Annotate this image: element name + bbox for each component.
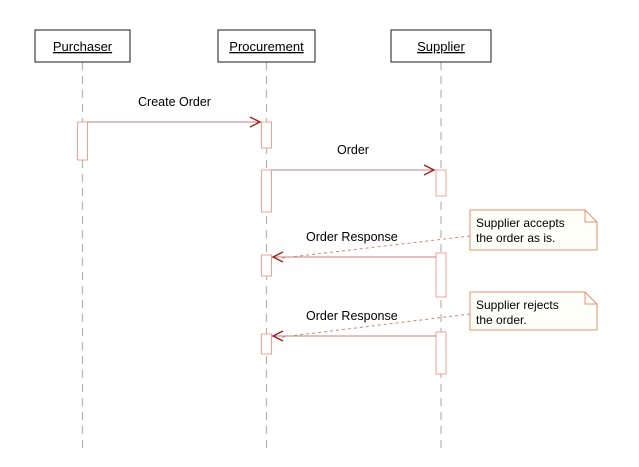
message-label: Order (337, 143, 369, 157)
actor-purchaser: Purchaser (34, 29, 131, 63)
activation-bar-procurement-3 (261, 254, 272, 277)
arrowhead-right-icon (423, 164, 436, 176)
note-text-line: Supplier accepts (476, 216, 565, 230)
message-label: Create Order (138, 95, 211, 109)
actor-supplier: Supplier (390, 29, 492, 63)
note-fold-corner-icon (584, 292, 597, 305)
note-connector (281, 313, 471, 338)
activation-bar-procurement-2 (261, 169, 272, 213)
note-text-line: the order. (476, 313, 527, 327)
activation-bar-supplier-2 (435, 252, 447, 298)
note-text-line: the order as is. (476, 231, 555, 245)
actor-box (217, 29, 316, 63)
message-order-response-1: Order Response (271, 230, 436, 263)
actor-label: Purchaser (53, 39, 113, 54)
activation-bar-purchaser (77, 121, 88, 161)
message-order: Order (271, 143, 436, 176)
arrowhead-left-icon (271, 251, 284, 263)
actor-label: Supplier (417, 39, 465, 54)
note-shape (469, 291, 598, 331)
actor-box (390, 29, 492, 63)
message-label: Order Response (306, 309, 398, 323)
actor-box (34, 29, 131, 63)
activation-bar-procurement-4 (261, 333, 272, 355)
activation-bar-supplier-3 (435, 331, 447, 375)
actor-procurement: Procurement (217, 29, 316, 63)
activation-bar-procurement-1 (261, 121, 272, 149)
note-supplier-rejects: Supplier rejects the order. (281, 291, 598, 338)
activation-bar-supplier-1 (435, 169, 447, 197)
message-label: Order Response (306, 230, 398, 244)
note-shape (469, 209, 598, 251)
note-connector (281, 235, 471, 259)
actor-label: Procurement (229, 39, 304, 54)
note-fold-corner-icon (584, 210, 597, 223)
note-supplier-accepts: Supplier accepts the order as is. (281, 209, 598, 259)
arrowhead-left-icon (271, 330, 284, 342)
message-create-order: Create Order (87, 95, 262, 128)
message-order-response-2: Order Response (271, 309, 436, 342)
arrowhead-right-icon (249, 116, 262, 128)
note-text-line: Supplier rejects (476, 298, 559, 312)
